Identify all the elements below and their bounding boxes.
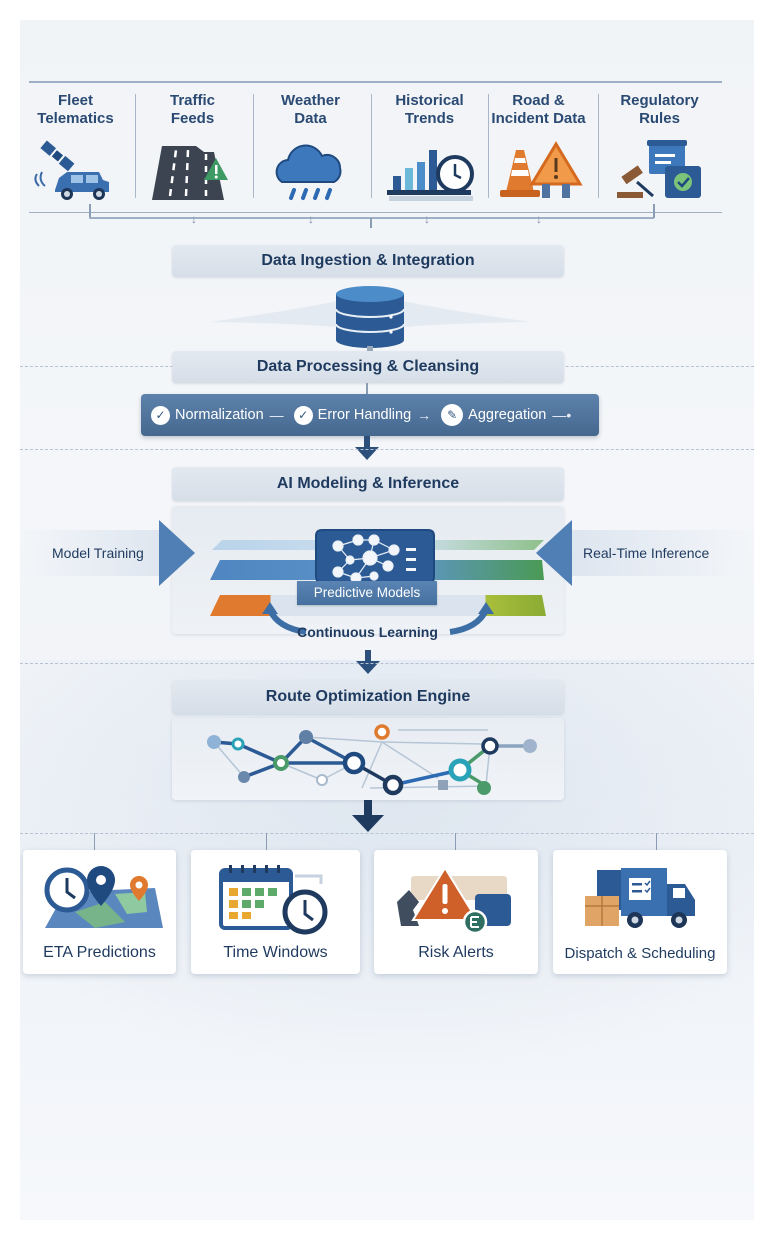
route-node — [448, 758, 472, 782]
column-separator — [371, 94, 372, 198]
route-node — [299, 730, 313, 744]
down-arrow-icon: ↓ — [424, 212, 430, 226]
bar-chart-clock-icon — [386, 150, 474, 201]
output-card-risk-alerts[interactable]: Risk Alerts — [374, 850, 538, 974]
check-icon: ✓ — [151, 405, 170, 425]
route-node — [374, 724, 390, 740]
arrow-icon: —• — [552, 407, 572, 423]
wrench-icon: ✎ — [441, 404, 464, 426]
model-layer-bottom — [210, 595, 546, 616]
warning-alert-icon — [397, 866, 511, 935]
down-arrow-icon — [356, 650, 380, 674]
output-label: Time Windows — [223, 944, 328, 961]
neural-network-icon — [332, 534, 416, 584]
stage-data-ingestion: Data Ingestion & Integration — [172, 245, 564, 277]
route-node — [477, 781, 491, 795]
check-icon: ✓ — [293, 405, 313, 425]
step-error-handling: ✓ Error Handling → — [293, 405, 438, 425]
rain-cloud-icon — [275, 144, 341, 200]
database-icon — [210, 286, 530, 352]
traffic-cone-warning-icon — [499, 141, 583, 198]
route-node — [523, 739, 537, 753]
route-node — [238, 771, 250, 783]
output-label: Dispatch & Scheduling — [564, 945, 716, 962]
output-label: ETA Predictions — [43, 944, 156, 961]
predictive-models-badge: Predictive Models — [297, 581, 437, 605]
satellite-car-icon — [33, 140, 109, 200]
delivery-truck-icon — [585, 868, 695, 928]
column-separator — [488, 94, 489, 198]
processing-steps-strip: ✓ Normalization — ✓ Error Handling → ✎ A… — [141, 394, 599, 436]
clock-map-pin-icon — [44, 866, 163, 928]
connector — [366, 383, 368, 394]
down-arrow-icon: ↓ — [191, 212, 197, 226]
step-aggregation: ✎ Aggregation —• — [441, 404, 577, 426]
output-card-time-windows[interactable]: Time Windows — [191, 850, 360, 974]
connector — [656, 833, 657, 850]
down-arrow-icon — [352, 800, 384, 832]
connector — [94, 833, 95, 850]
route-network-graph — [207, 724, 537, 796]
model-training-band — [20, 530, 170, 576]
dashed-divider — [20, 833, 754, 834]
step-normalization: ✓ Normalization — — [151, 405, 290, 425]
real-time-inference-band — [568, 530, 754, 576]
top-divider — [29, 81, 722, 83]
gavel-document-icon — [616, 140, 701, 198]
column-separator — [253, 94, 254, 198]
route-node — [316, 774, 328, 786]
column-separator — [598, 94, 599, 198]
connector — [370, 218, 372, 228]
source-bottom-divider — [29, 212, 722, 213]
real-time-inference-label: Real-Time Inference — [583, 545, 710, 561]
model-training-label: Model Training — [52, 545, 144, 561]
route-graph-panel — [172, 718, 564, 800]
route-node — [342, 751, 366, 775]
source-road-incident-data: Road &Incident Data — [480, 92, 597, 202]
route-node — [231, 737, 245, 751]
input-arrow-right-icon — [536, 520, 572, 586]
source-label: Road &Incident Data — [491, 92, 586, 127]
route-node — [273, 755, 289, 771]
down-arrow-icon: ↓ — [536, 212, 542, 226]
stage-ai-modeling: AI Modeling & Inference — [172, 467, 564, 501]
road-warning-icon — [151, 146, 228, 200]
predictive-model-layers — [210, 529, 546, 635]
connector — [89, 204, 91, 218]
route-node — [438, 780, 448, 790]
down-arrow-icon: ↓ — [308, 212, 314, 226]
connector — [455, 833, 456, 850]
route-node — [382, 774, 404, 796]
dashed-divider — [20, 663, 754, 664]
stage-route-optimization: Route Optimization Engine — [172, 680, 564, 714]
down-arrow-icon — [355, 436, 379, 460]
output-card-eta-predictions[interactable]: ETA Predictions — [23, 850, 176, 974]
stage-data-processing: Data Processing & Cleansing — [172, 351, 564, 383]
connector — [653, 204, 655, 218]
arrow-icon: — — [269, 407, 284, 423]
dashed-divider — [20, 449, 754, 450]
route-node — [207, 735, 221, 749]
calendar-clock-icon — [218, 865, 327, 935]
connector — [266, 833, 267, 850]
output-card-dispatch-scheduling[interactable]: Dispatch & Scheduling — [553, 850, 727, 974]
continuous-learning-label: Continuous Learning — [297, 624, 438, 640]
output-label: Risk Alerts — [418, 944, 494, 961]
route-node — [481, 737, 499, 755]
arrow-icon: → — [417, 407, 432, 423]
input-arrow-left-icon — [159, 520, 195, 586]
column-separator — [135, 94, 136, 198]
